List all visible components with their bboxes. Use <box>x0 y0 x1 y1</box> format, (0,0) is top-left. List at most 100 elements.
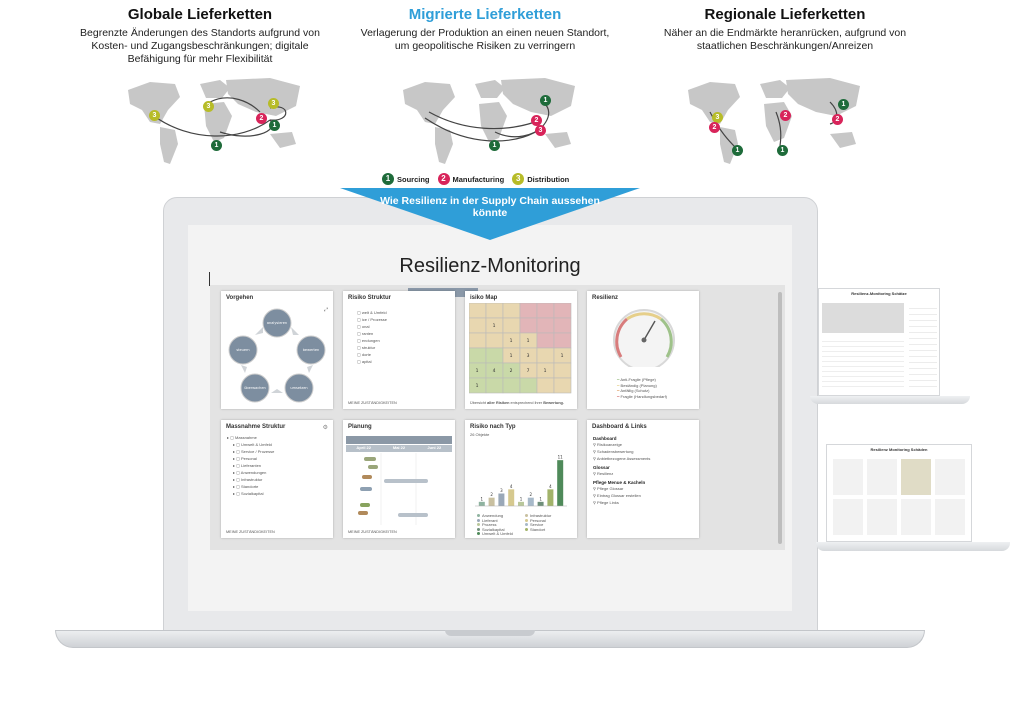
card-planung[interactable]: Planung April 22 Mai 22 Juni 22 MEINE ZU… <box>343 420 455 538</box>
tree-item[interactable]: ▢ welt & Umfeld <box>357 310 387 315</box>
column-title: Globale Lieferketten <box>127 6 273 23</box>
banner-text: Wie Resilienz in der Supply Chain ausseh… <box>380 195 600 219</box>
bar <box>537 501 544 506</box>
tree-item[interactable]: ▢ struktur <box>357 345 376 350</box>
link-item[interactable]: ⚲ Resilienz <box>593 471 614 476</box>
link-item[interactable]: ⚲ Eintrag Glossar erstellen <box>593 493 641 498</box>
heatmap-cell: 1 <box>527 338 530 344</box>
step-label: analysieren <box>267 321 287 325</box>
tree-item[interactable]: ▢ dorte <box>357 352 372 357</box>
card-risiko-struktur[interactable]: Risiko Struktur ▢ welt & Umfeld ▢ ice / … <box>343 291 455 409</box>
card-footer[interactable]: MEINE ZUSTÄNDIGKEITEN <box>348 530 397 534</box>
card-resilienz[interactable]: Resilienz ━ Anti-Fragile (Pflege) ━ Best… <box>587 291 699 409</box>
legend-dot: 1 <box>382 173 394 185</box>
heatmap-cell: 1 <box>476 368 479 374</box>
card-footer[interactable]: MEINE ZUSTÄNDIGKEITEN <box>226 530 275 534</box>
legend-item-distribution: 3 Distribution <box>512 173 569 185</box>
bar-value-label: 4 <box>510 484 513 489</box>
thumbnail-card <box>867 459 897 495</box>
tree-item[interactable]: ▢ onal <box>357 324 370 329</box>
bar <box>527 497 534 506</box>
bar <box>498 493 505 506</box>
tree-item[interactable]: ▸ ▢ Lieferanten <box>233 463 262 468</box>
legend-entry: Anwendung <box>477 513 525 519</box>
link-item[interactable]: ⚲ Pflege Glossar <box>593 486 624 491</box>
thumbnail-card <box>935 459 965 495</box>
world-map-migrated <box>403 78 575 164</box>
settings-icon[interactable]: ⚙ <box>322 425 328 431</box>
bar <box>557 460 564 506</box>
tree-item[interactable]: ▸ ▢ Umwelt & Umfeld <box>233 442 272 447</box>
tree-item[interactable]: ▸ ▢ Infrastruktur <box>233 477 263 482</box>
bar-value-label: 4 <box>549 484 552 489</box>
legend-entry: Service <box>525 522 573 528</box>
tree-item[interactable]: ▢ ranten <box>357 331 374 336</box>
thumbnail-laptop-base <box>810 396 970 404</box>
link-item[interactable]: ⚲ Anbietbezogene Assessments <box>593 456 651 461</box>
text-cursor <box>209 272 210 286</box>
thumbnail-laptop-base <box>816 542 1010 551</box>
column-desc: Näher an die Endmärkte heranrücken, aufg… <box>663 27 907 52</box>
tree-item[interactable]: ▸ ▢ Sozialkapital <box>233 491 264 496</box>
heatmap-cell: 4 <box>493 368 496 374</box>
card-risiko-map[interactable]: isiko Map 1 1 1 1 3 1 1 4 2 7 1 1 Übersi… <box>465 291 577 409</box>
marker-manufacturing: 2 <box>780 110 791 121</box>
marker-manufacturing: 2 <box>832 114 843 125</box>
card-title: isiko Map <box>470 295 498 301</box>
measure-tree: ▸ ▢ Massnahme ▸ ▢ Umwelt & Umfeld ▸ ▢ Se… <box>227 434 274 497</box>
column-global: Globale Lieferketten Begrenzte Änderunge… <box>75 6 325 66</box>
card-title: Risiko Struktur <box>348 295 392 301</box>
legend-label: Distribution <box>527 174 570 184</box>
column-title: Regionale Lieferketten <box>704 6 866 23</box>
thumbnail-laptop-top: Resilienz-Monitoring Schätze <box>818 288 940 396</box>
marker-distribution: 3 <box>268 98 279 109</box>
tree-root[interactable]: ▸ ▢ Massnahme <box>227 435 257 440</box>
tree-item[interactable]: ▸ ▢ Service / Prozesse <box>233 449 275 454</box>
gantt-toolbar <box>346 436 452 444</box>
column-regional: Regionale Lieferketten Näher an die Endm… <box>660 6 910 53</box>
tree-item[interactable]: ▢ ice / Prozesse <box>357 317 388 322</box>
marker-manufacturing: 2 <box>709 122 720 133</box>
marker-sourcing: 1 <box>540 95 551 106</box>
scrollbar[interactable] <box>778 292 782 544</box>
section-title: Dashboard <box>593 436 617 441</box>
risk-tree: ▢ welt & Umfeld ▢ ice / Prozesse ▢ onal … <box>357 309 387 365</box>
card-massnahme-struktur[interactable]: Massnahme Struktur ⚙ ▸ ▢ Massnahme ▸ ▢ U… <box>221 420 333 538</box>
legend: 1 Sourcing 2 Manufacturing 3 Distributio… <box>382 173 569 185</box>
tree-item[interactable]: ▢ apital <box>357 359 372 364</box>
bar-value-label: 3 <box>500 488 503 493</box>
card-dashboard-links[interactable]: Dashboard & Links Dashboard ⚲ Risikoanze… <box>587 420 699 538</box>
tree-item[interactable]: ▢ endungen <box>357 338 380 343</box>
bar-value-label: 2 <box>490 492 493 497</box>
world-map-global <box>128 78 300 164</box>
marker-manufacturing: 2 <box>531 115 542 126</box>
thumbnail-card <box>901 499 931 535</box>
resilience-gauge <box>613 309 675 367</box>
heatmap-cell: 2 <box>510 368 513 374</box>
card-vorgehen[interactable]: Vorgehen analysieren bewerten umsetzen ü… <box>221 291 333 409</box>
tree-item[interactable]: ▸ ▢ Standorte <box>233 484 259 489</box>
heatmap-cell: 3 <box>527 353 530 359</box>
card-footer: Übersicht aller Risiken entsprechend ihr… <box>470 401 564 405</box>
link-item[interactable]: ⚲ Risikoanzeige <box>593 442 622 447</box>
legend-dot: 2 <box>437 173 450 185</box>
thumbnail-title: Resilienz-Monitoring Schätze <box>851 291 907 296</box>
column-desc: Verlagerung der Produktion an einen neue… <box>360 27 610 52</box>
step-label: bewerten <box>303 348 320 352</box>
legend-entry: Personal <box>525 518 573 524</box>
legend-label: Manufacturing <box>452 174 505 184</box>
link-item[interactable]: ⚲ Schadensbewertung <box>593 449 634 454</box>
legend-item-manufacturing: 2 Manufacturing <box>437 173 505 185</box>
card-title: Massnahme Struktur <box>226 424 286 430</box>
link-item[interactable]: ⚲ Pflege Links <box>593 500 619 505</box>
legend-entry: Umwelt & Umfeld <box>477 532 525 537</box>
card-title: Vorgehen <box>226 295 254 301</box>
card-footer[interactable]: MEINE ZUSTÄNDIGKEITEN <box>348 401 397 405</box>
bar <box>478 501 485 506</box>
tree-item[interactable]: ▸ ▢ Personal <box>233 456 257 461</box>
bar-value-label: 11 <box>558 455 564 460</box>
legend-label: Sourcing <box>397 174 430 184</box>
tree-item[interactable]: ▸ ▢ Anwendungen <box>233 470 267 475</box>
expand-icon[interactable]: ⤢ <box>323 307 328 313</box>
